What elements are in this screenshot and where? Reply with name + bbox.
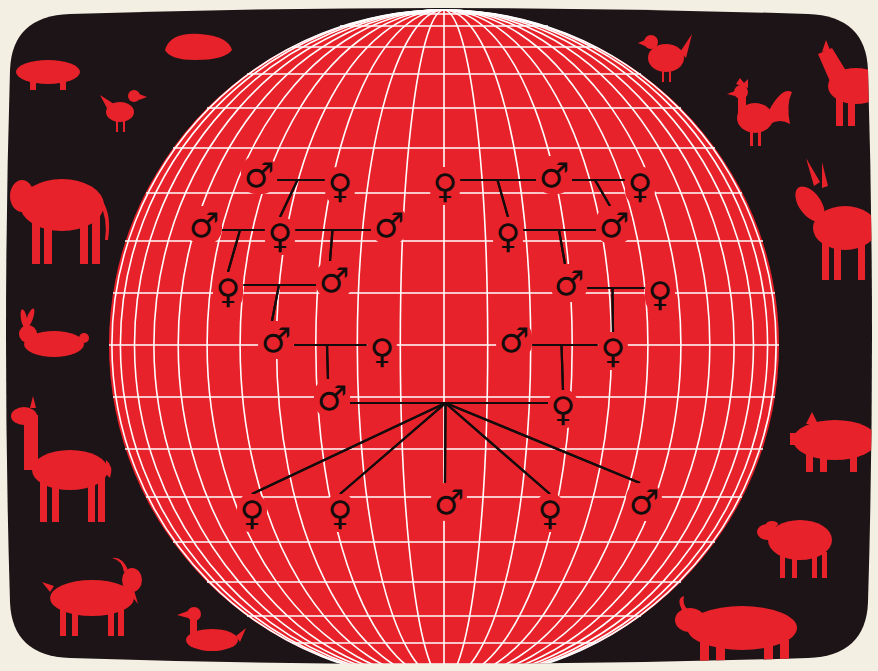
ox-silhouette: [675, 596, 797, 670]
sex-symbol: ♂: [374, 208, 404, 242]
pedigree-symbol: ♀: [325, 494, 356, 532]
sex-symbol: ♂: [629, 485, 659, 519]
pedigree-symbol: ♂: [258, 321, 294, 359]
pedigree-symbol: ♀: [430, 167, 461, 205]
sex-symbol: ♂: [189, 208, 219, 242]
pedigree-line: [497, 180, 535, 217]
sheep-silhouette: [757, 520, 832, 578]
pig-silhouette: [790, 412, 877, 472]
sex-symbol: ♀: [328, 169, 353, 203]
rooster-silhouette: [727, 78, 792, 146]
pedigree-symbol: ♂: [536, 156, 572, 194]
pedigree-line: [295, 230, 332, 261]
pedigree-symbol: ♀: [598, 332, 629, 370]
pedigree-symbol: ♂: [316, 261, 352, 299]
pedigree-line: [559, 230, 596, 264]
pedigree-line: [350, 403, 550, 494]
pedigree-line: [272, 285, 316, 321]
sex-symbol: ♀: [496, 219, 521, 253]
pedigree-symbol: ♂: [186, 206, 222, 244]
pedigree-line: [460, 180, 508, 217]
sex-symbol: ♀: [370, 334, 395, 368]
pedigree-symbol: ♀: [367, 332, 398, 370]
sex-symbol: ♂: [599, 208, 629, 242]
cow-silhouette: [10, 179, 109, 264]
pig-silhouette: [16, 60, 80, 90]
hen-silhouette: [638, 34, 692, 82]
sex-symbol: ♂: [244, 158, 274, 192]
pedigree-symbol: ♀: [325, 167, 356, 205]
chicken-silhouette: [100, 90, 147, 132]
sex-symbol: ♂: [261, 323, 291, 357]
horse-silhouette: [818, 40, 878, 126]
pedigree-line: [445, 403, 639, 483]
globe: [109, 10, 779, 671]
pedigree-symbol: ♂: [431, 483, 467, 521]
pedigree-line: [294, 345, 328, 379]
sex-symbol: ♂: [317, 381, 347, 415]
pedigree-symbol: ♀: [265, 217, 296, 255]
pedigree-line: [340, 403, 548, 494]
pedigree-symbol: ♂: [551, 264, 587, 302]
pedigree-symbol: ♂: [241, 156, 277, 194]
pedigree-line: [587, 288, 613, 332]
llama-silhouette: [11, 396, 111, 522]
pedigree-symbol: ♂: [314, 379, 350, 417]
sex-symbol: ♀: [551, 392, 576, 426]
pedigree-line: [595, 180, 625, 206]
pedigree-symbol: ♂: [496, 321, 532, 359]
pedigree-symbol: ♀: [213, 272, 244, 310]
sex-symbol: ♂: [539, 158, 569, 192]
pedigree-symbol: ♂: [596, 206, 632, 244]
pedigree-symbol: ♀: [535, 494, 566, 532]
sex-symbol: ♂: [434, 485, 464, 519]
goat-silhouette: [42, 558, 142, 636]
pedigree-line: [612, 288, 644, 332]
sex-symbol: ♀: [648, 277, 673, 311]
sex-symbol: ♀: [216, 274, 241, 308]
sex-symbol: ♂: [499, 323, 529, 357]
sex-symbol: ♀: [268, 219, 293, 253]
cat-silhouette: [165, 34, 232, 60]
pedigree-line: [327, 345, 367, 379]
sex-symbol: ♂: [319, 263, 349, 297]
globe-grid: [109, 10, 779, 671]
pedigree-symbol: ♀: [548, 390, 579, 428]
pedigree-line: [572, 180, 610, 206]
sex-symbol: ♀: [628, 169, 653, 203]
pedigree-line: [350, 403, 640, 483]
pedigree-line: [445, 403, 550, 494]
pedigree-symbol: ♀: [493, 217, 524, 255]
pedigree-line: [561, 345, 597, 390]
sex-symbol: ♀: [538, 496, 563, 530]
sex-symbol: ♂: [554, 266, 584, 300]
pedigree-line: [532, 345, 563, 390]
pedigree-line: [228, 230, 265, 272]
pedigree-symbol: ♀: [237, 494, 268, 532]
pedigree-symbol: ♂: [371, 206, 407, 244]
pedigree-line: [252, 403, 548, 494]
duck-silhouette: [177, 607, 246, 651]
sex-symbol: ♀: [240, 496, 265, 530]
pedigree-line: [280, 180, 325, 217]
pedigree-line: [330, 230, 371, 261]
pedigree-symbol: ♀: [645, 275, 676, 313]
rabbit-silhouette: [19, 308, 89, 357]
pedigree-line: [523, 230, 565, 264]
sex-symbol: ♀: [601, 334, 626, 368]
sex-symbol: ♀: [328, 496, 353, 530]
donkey-silhouette: [790, 158, 877, 280]
pedigree-symbol: ♂: [626, 483, 662, 521]
pedigree-symbol: ♀: [625, 167, 656, 205]
sex-symbol: ♀: [433, 169, 458, 203]
